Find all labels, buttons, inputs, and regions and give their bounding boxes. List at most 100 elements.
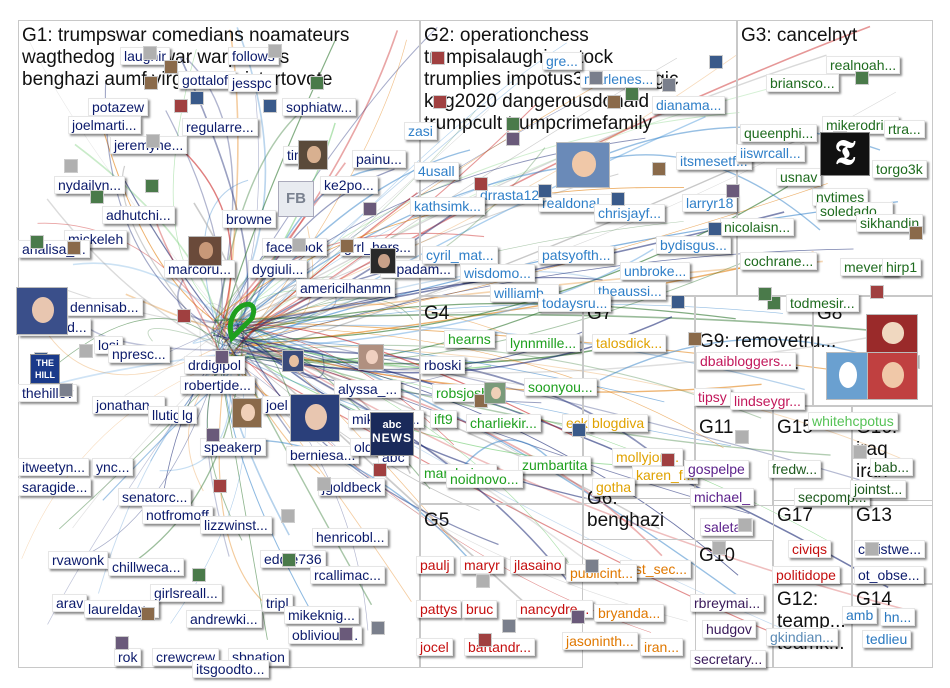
user-avatar-icon[interactable] xyxy=(30,235,44,249)
user-avatar-icon[interactable] xyxy=(855,71,869,85)
node-label-g1-53[interactable]: arav xyxy=(52,594,88,612)
node-label-g1-37[interactable]: speakerp xyxy=(200,438,266,456)
user-avatar-icon[interactable] xyxy=(433,95,447,109)
node-label-g1-7[interactable]: regularre... xyxy=(182,118,258,136)
user-avatar-icon[interactable] xyxy=(363,202,377,216)
user-avatar-icon[interactable] xyxy=(476,574,490,588)
node-label-g5-2[interactable]: jlasaino xyxy=(510,556,566,574)
node-label-g1-13[interactable]: adhutchi... xyxy=(102,206,175,224)
node-label-g14-0[interactable]: amb xyxy=(842,606,878,624)
node-label-g2-9[interactable]: patsyofth... xyxy=(538,246,615,264)
node-label-g4-7[interactable]: zumbartita xyxy=(518,456,592,474)
node-label-g10-0[interactable]: rbreymai... xyxy=(690,594,765,612)
user-avatar-icon[interactable] xyxy=(662,78,676,92)
profile-image-repadam[interactable] xyxy=(370,248,396,274)
node-label-g17-0[interactable]: civiqs xyxy=(788,540,832,558)
node-label-g1-10[interactable]: painu... xyxy=(352,150,406,168)
node-label-g1-41[interactable]: itweetyn... xyxy=(18,458,90,476)
node-label-g9-1[interactable]: tipsy xyxy=(694,388,731,406)
node-label-g1-12[interactable]: ke2po... xyxy=(320,176,378,194)
node-label-g6-0[interactable]: just_sec... xyxy=(620,560,692,578)
user-avatar-icon[interactable] xyxy=(174,99,188,113)
user-avatar-icon[interactable] xyxy=(64,159,78,173)
node-label-g3-13[interactable]: hirp1 xyxy=(882,258,922,276)
profile-image-berniesanders[interactable] xyxy=(290,394,340,442)
node-label-g2-6[interactable]: larryr18 xyxy=(682,194,738,212)
nytimes-logo-icon[interactable]: 𝕿 xyxy=(820,132,870,176)
node-label-g4-0[interactable]: hearns xyxy=(444,330,495,348)
user-avatar-icon[interactable] xyxy=(708,222,722,236)
node-label-g1-21[interactable]: repadam... xyxy=(380,260,455,278)
node-label-g1-15[interactable]: browne xyxy=(222,210,276,228)
user-avatar-icon[interactable] xyxy=(589,71,603,85)
user-avatar-icon[interactable] xyxy=(213,479,227,493)
user-avatar-icon[interactable] xyxy=(671,295,685,309)
user-avatar-icon[interactable] xyxy=(190,91,204,105)
facebook-icon[interactable]: FB xyxy=(278,181,314,217)
user-avatar-icon[interactable] xyxy=(373,463,387,477)
profile-image-marcorubio[interactable] xyxy=(188,236,222,266)
node-label-g1-54[interactable]: girlsreall... xyxy=(150,584,222,602)
node-label-g6-2[interactable]: bryanda... xyxy=(594,604,665,622)
user-avatar-icon[interactable] xyxy=(281,509,295,523)
node-label-g1-29[interactable]: rboski xyxy=(420,356,466,374)
node-label-g5-6[interactable]: jocel xyxy=(416,638,453,656)
user-avatar-icon[interactable] xyxy=(144,76,158,90)
node-label-g3-11[interactable]: cochrane... xyxy=(740,252,818,270)
user-avatar-icon[interactable] xyxy=(474,177,488,191)
node-label-g1-6[interactable]: joelmarti... xyxy=(68,116,141,134)
node-label-g7-5[interactable]: gotha xyxy=(592,478,636,496)
node-label-g1-28[interactable]: robertjde... xyxy=(180,376,255,394)
node-label-g15-0[interactable]: fredw... xyxy=(768,460,822,478)
user-avatar-icon[interactable] xyxy=(268,44,282,58)
node-label-g2-13[interactable]: theaussi... xyxy=(594,282,666,300)
user-avatar-icon[interactable] xyxy=(625,87,639,101)
user-avatar-icon[interactable] xyxy=(502,619,516,633)
node-label-g1-22[interactable]: americilhanmn xyxy=(296,279,396,297)
user-avatar-icon[interactable] xyxy=(143,46,157,60)
node-label-g7-0[interactable]: talosdick... xyxy=(592,334,667,352)
node-label-g3-2[interactable]: mikerodri... xyxy=(822,116,900,134)
node-label-g1-34[interactable]: joel xyxy=(262,396,292,414)
node-label-g2-0[interactable]: zasi xyxy=(404,122,437,140)
node-label-g1-44[interactable]: senatorc... xyxy=(118,488,192,506)
node-label-g1-43[interactable]: saragide... xyxy=(18,478,92,496)
user-avatar-icon[interactable] xyxy=(585,559,599,573)
node-label-g1-3[interactable]: potazew xyxy=(88,98,149,116)
user-avatar-icon[interactable] xyxy=(215,350,229,364)
user-avatar-icon[interactable] xyxy=(141,607,155,621)
node-label-g2-2[interactable]: 4usall xyxy=(414,162,459,180)
node-label-g1-32[interactable]: llutig xyxy=(148,406,185,424)
node-label-g2-14[interactable]: todaysru... xyxy=(538,294,612,312)
user-avatar-icon[interactable] xyxy=(59,383,73,397)
user-avatar-icon[interactable] xyxy=(506,132,520,146)
user-avatar-icon[interactable] xyxy=(712,541,726,555)
node-label-g5-0[interactable]: paulj xyxy=(416,556,454,574)
user-avatar-icon[interactable] xyxy=(538,184,552,198)
node-label-g6-4[interactable]: iran... xyxy=(640,638,684,656)
user-avatar-icon[interactable] xyxy=(607,95,621,109)
node-label-g16-0[interactable]: bab... xyxy=(870,458,914,476)
node-label-g2-19[interactable]: gre... xyxy=(542,52,582,70)
node-label-g1-45[interactable]: jgoldbeck xyxy=(318,478,386,496)
user-avatar-icon[interactable] xyxy=(870,285,884,299)
node-label-g1-63[interactable]: itsgoodto... xyxy=(192,660,269,678)
node-label-g4-8[interactable]: noidnovo... xyxy=(446,470,523,488)
node-label-g3-4[interactable]: rtra... xyxy=(884,120,925,138)
node-label-g1-1[interactable]: follows xyxy=(228,47,279,65)
node-label-g2-8[interactable]: cyril_mat... xyxy=(422,246,498,264)
node-label-g17-1[interactable]: politidope xyxy=(772,566,840,584)
node-label-g4-1[interactable]: lynnmille... xyxy=(506,334,581,352)
user-avatar-icon[interactable] xyxy=(339,627,353,641)
user-avatar-icon[interactable] xyxy=(688,332,702,346)
node-label-g1-55[interactable]: laurelday... xyxy=(84,600,160,618)
user-avatar-icon[interactable] xyxy=(310,76,324,90)
node-label-g2-10[interactable]: wisdomo... xyxy=(460,264,535,282)
node-label-g1-5[interactable]: sophiatw... xyxy=(282,98,357,116)
node-label-g9-2[interactable]: lindseygr... xyxy=(730,392,805,410)
user-avatar-icon[interactable] xyxy=(572,423,586,437)
user-avatar-icon[interactable] xyxy=(292,238,306,252)
node-label-g3-1[interactable]: briansco... xyxy=(766,74,839,92)
profile-image-pence[interactable] xyxy=(866,314,918,354)
node-label-g13-1[interactable]: ot_obse... xyxy=(854,566,924,584)
